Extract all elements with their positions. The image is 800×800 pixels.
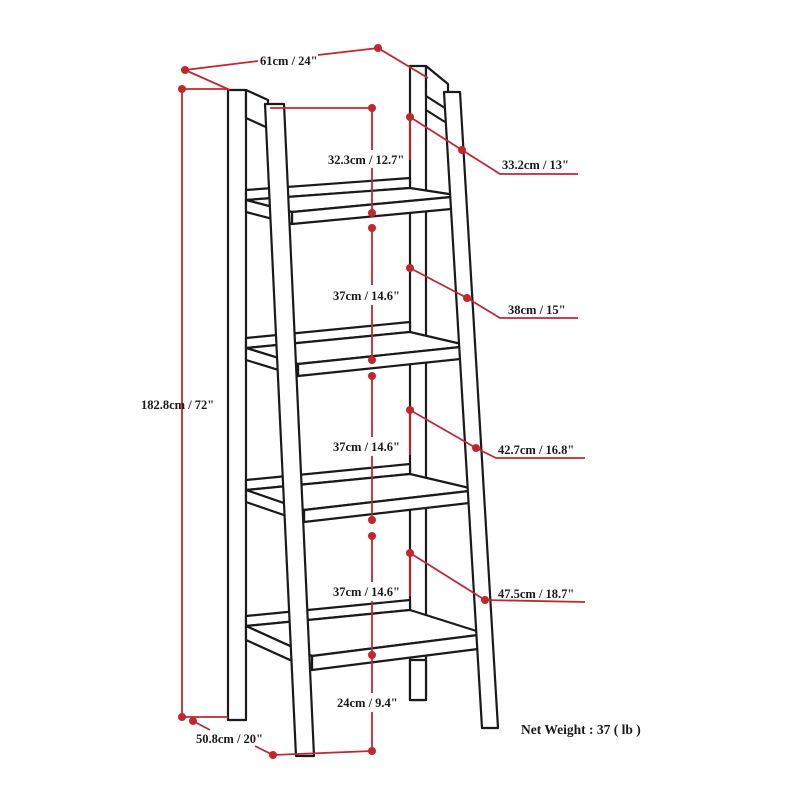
base-depth-dimension: [189, 717, 373, 759]
net-weight-label: Net Weight : 37 ( lb ): [521, 722, 641, 737]
width-label: 61cm / 24": [260, 54, 318, 68]
front-right-leg: [442, 90, 500, 730]
shelf-3-depth-label: 42.7cm / 16.8": [498, 443, 574, 457]
width-dimension: [181, 44, 429, 91]
back-left-post: [226, 88, 270, 722]
base-depth-label: 50.8cm / 20": [196, 732, 263, 746]
shelf-4: [244, 598, 488, 672]
gap-bottom-label: 24cm / 9.4": [337, 696, 398, 710]
shelf-depth-dimensions: [406, 113, 586, 604]
front-left-leg: [263, 102, 316, 758]
shelf-3: [244, 462, 480, 524]
height-label: 182.8cm / 72": [141, 398, 214, 412]
back-right-foot: [408, 658, 428, 702]
shelf-2-depth-label: 38cm / 15": [508, 303, 566, 317]
back-right-post: [408, 64, 450, 702]
shelf-4-depth-label: 47.5cm / 18.7": [498, 587, 574, 601]
gap-3-label: 37cm / 14.6": [333, 440, 400, 454]
height-dimension: [178, 85, 228, 721]
vertical-gap-dimensions: [270, 104, 376, 755]
gap-top-label: 32.3cm / 12.7": [328, 153, 404, 167]
gap-4-label: 37cm / 14.6": [333, 585, 400, 599]
shelf-1-depth-label: 33.2cm / 13": [502, 158, 569, 172]
gap-2-label: 37cm / 14.6": [333, 289, 400, 303]
